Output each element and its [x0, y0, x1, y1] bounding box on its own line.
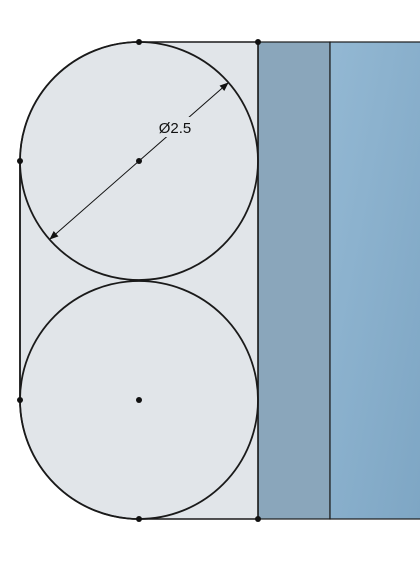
- circle-bottom-center-point[interactable]: [136, 397, 142, 403]
- diameter-dimension-line-lower[interactable]: [49, 160, 140, 240]
- vertex-bottom-right[interactable]: [255, 516, 261, 522]
- sketch-points: [17, 39, 261, 522]
- vertex-bottom-left[interactable]: [136, 516, 142, 522]
- diameter-dimension-label[interactable]: Ø2.5: [159, 120, 192, 137]
- vertex-left-upper[interactable]: [17, 158, 23, 164]
- extrusion-side-face[interactable]: [257, 41, 331, 520]
- vertex-top-right[interactable]: [255, 39, 261, 45]
- extrusion-front-face[interactable]: [329, 41, 420, 520]
- circle-top-center-point[interactable]: [136, 158, 142, 164]
- vertex-left-lower[interactable]: [17, 397, 23, 403]
- vertex-top-left[interactable]: [136, 39, 142, 45]
- dimension-label-background: [152, 117, 198, 137]
